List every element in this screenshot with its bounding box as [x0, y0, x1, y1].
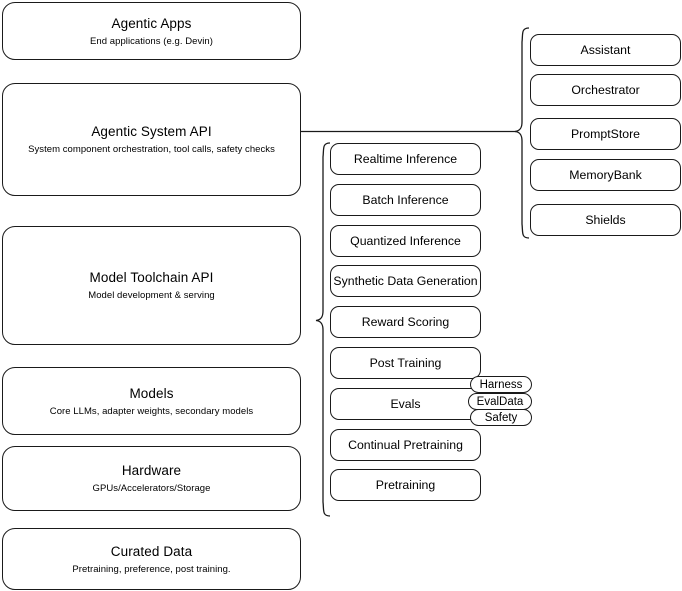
system-component-orchestrator[interactable]: Orchestrator	[530, 74, 681, 106]
toolchain-item-quantized-inference[interactable]: Quantized Inference	[330, 225, 481, 257]
toolchain-item-label: Post Training	[369, 356, 442, 370]
layer-title: Model Toolchain API	[89, 270, 214, 285]
system-component-assistant[interactable]: Assistant	[530, 34, 681, 66]
toolchain-item-label: Pretraining	[375, 478, 436, 492]
system-component-shields[interactable]: Shields	[530, 204, 681, 236]
layer-subtitle: GPUs/Accelerators/Storage	[92, 483, 211, 494]
middle-curly-brace	[315, 142, 331, 517]
toolchain-item-label: Realtime Inference	[353, 152, 458, 166]
layer-title: Models	[129, 385, 174, 401]
toolchain-item-label: Evals	[390, 397, 421, 411]
layer-title: Agentic Apps	[111, 15, 192, 31]
layer-subtitle: Pretraining, preference, post training.	[72, 563, 231, 575]
toolchain-item-post-training[interactable]: Post Training	[330, 347, 481, 379]
eval-tag-label: EvalData	[476, 395, 524, 408]
layer-title: Curated Data	[110, 543, 193, 559]
layer-card-model-toolchain-api[interactable]: Model Toolchain API Model development & …	[2, 226, 301, 345]
system-component-memorybank[interactable]: MemoryBank	[530, 159, 681, 191]
toolchain-item-synthetic-data-generation[interactable]: Synthetic Data Generation	[330, 265, 481, 297]
layer-title: Agentic System API	[91, 124, 212, 139]
system-component-label: PromptStore	[570, 127, 641, 141]
layer-card-agentic-system-api[interactable]: Agentic System API System component orch…	[2, 83, 301, 196]
layer-title: Hardware	[121, 463, 182, 478]
layer-subtitle: Model development & serving	[88, 290, 215, 301]
toolchain-item-label: Continual Pretraining	[348, 438, 463, 452]
layer-subtitle: End applications (e.g. Devin)	[90, 35, 213, 47]
layer-card-hardware[interactable]: Hardware GPUs/Accelerators/Storage	[2, 446, 301, 511]
layer-card-agentic-apps[interactable]: Agentic Apps End applications (e.g. Devi…	[2, 2, 301, 60]
system-component-label: Shields	[585, 213, 626, 227]
toolchain-item-label: Quantized Inference	[350, 234, 461, 248]
toolchain-item-continual-pretraining[interactable]: Continual Pretraining	[330, 429, 481, 461]
system-component-label: Orchestrator	[571, 83, 640, 97]
toolchain-item-label: Reward Scoring	[361, 315, 450, 329]
toolchain-item-batch-inference[interactable]: Batch Inference	[330, 184, 481, 216]
layer-subtitle: System component orchestration, tool cal…	[28, 144, 275, 155]
toolchain-item-reward-scoring[interactable]: Reward Scoring	[330, 306, 481, 338]
toolchain-item-evals[interactable]: Evals	[330, 388, 481, 420]
eval-tag-label: Harness	[479, 378, 523, 391]
eval-tag-evaldata[interactable]: EvalData	[468, 393, 532, 410]
right-curly-brace	[514, 27, 530, 239]
toolchain-item-label: Batch Inference	[362, 193, 449, 207]
toolchain-item-pretraining[interactable]: Pretraining	[330, 469, 481, 501]
eval-tag-harness[interactable]: Harness	[470, 376, 532, 393]
layer-subtitle: Core LLMs, adapter weights, secondary mo…	[49, 405, 254, 417]
system-component-promptstore[interactable]: PromptStore	[530, 118, 681, 150]
toolchain-item-realtime-inference[interactable]: Realtime Inference	[330, 143, 481, 175]
system-component-label: MemoryBank	[569, 168, 642, 182]
layer-card-models[interactable]: Models Core LLMs, adapter weights, secon…	[2, 367, 301, 435]
eval-tag-safety[interactable]: Safety	[470, 409, 532, 426]
layer-card-curated-data[interactable]: Curated Data Pretraining, preference, po…	[2, 528, 301, 590]
eval-tag-label: Safety	[484, 411, 518, 424]
toolchain-item-label: Synthetic Data Generation	[333, 274, 478, 288]
system-component-label: Assistant	[580, 43, 631, 57]
